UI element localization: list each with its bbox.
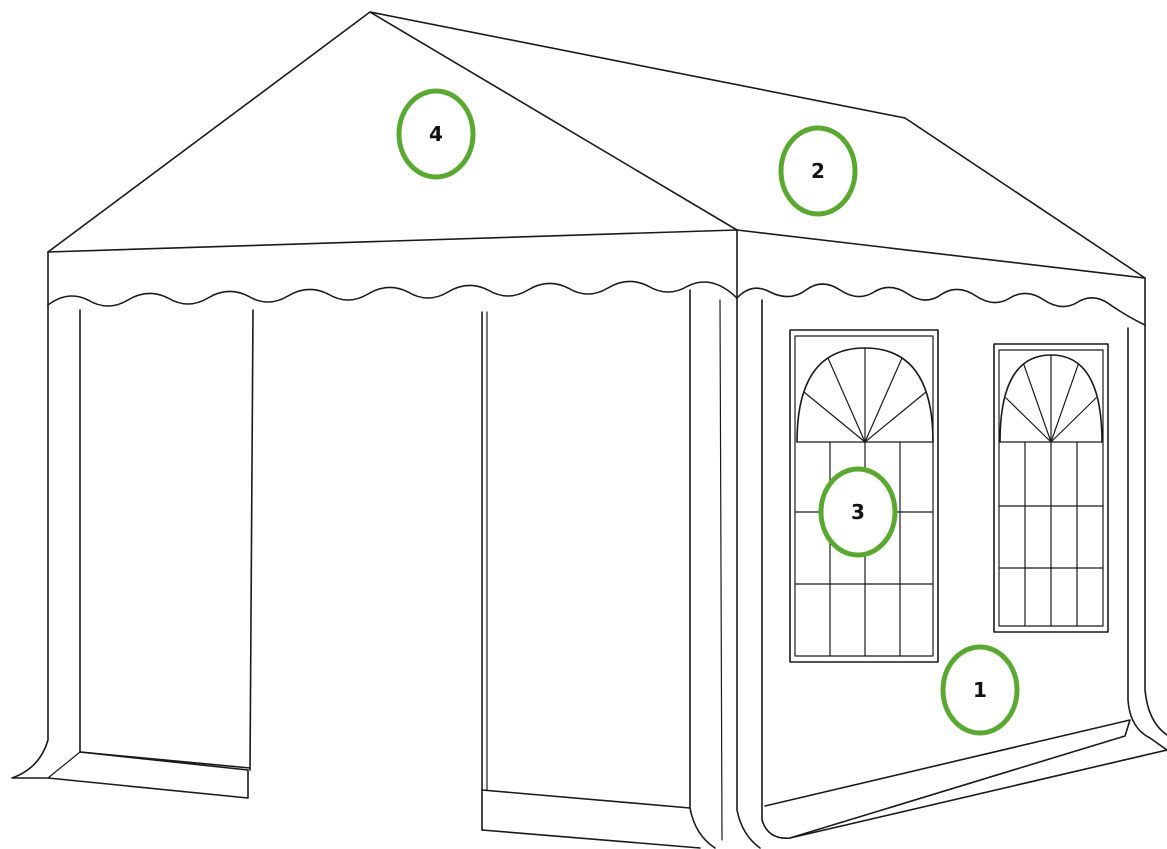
window-left-ray — [864, 391, 927, 443]
front-right-corner-post — [689, 289, 716, 849]
window-left-ray — [827, 357, 866, 443]
window-right-ray — [1050, 397, 1097, 443]
corner-post-inner — [719, 299, 723, 841]
marker-3: 3 — [818, 466, 898, 558]
window-left-inner — [794, 335, 934, 657]
window-right-ray — [1023, 364, 1052, 443]
window-left-frame — [789, 329, 939, 663]
front-wall — [11, 289, 761, 849]
window-right-ray — [1005, 397, 1052, 443]
rear-corner-inner — [1127, 327, 1167, 751]
marker-1-label: 1 — [973, 678, 987, 702]
marker-1: 1 — [940, 644, 1020, 736]
side-wall — [761, 299, 1167, 839]
marker-1-ring — [940, 644, 1020, 736]
left-door-edge — [249, 309, 254, 771]
front-gable — [47, 11, 738, 253]
roof-ridge — [369, 11, 906, 119]
side-base-outer — [789, 749, 1167, 839]
front-eave — [47, 229, 738, 253]
back-gable — [904, 117, 1146, 279]
rear-corner-post — [1144, 324, 1167, 736]
roof — [47, 11, 1146, 279]
window-left-ray — [864, 357, 903, 443]
side-valance-scallop — [736, 283, 1146, 326]
left-corner-post — [11, 304, 249, 799]
left-post-inner — [47, 751, 81, 779]
marker-4: 4 — [396, 88, 476, 180]
marker-2-ring — [778, 125, 858, 217]
window-right-frame — [993, 343, 1109, 633]
marker-3-ring — [818, 466, 898, 558]
marker-2: 2 — [778, 125, 858, 217]
window-left — [789, 329, 939, 663]
side-base — [761, 719, 1131, 839]
corner-post-outer — [736, 297, 761, 849]
window-right — [993, 343, 1109, 633]
front-valance-scallop — [47, 280, 738, 307]
right-door-bottom — [481, 789, 691, 809]
window-right-ray — [1050, 364, 1079, 443]
marker-3-label: 3 — [851, 500, 865, 524]
marker-4-label: 4 — [429, 122, 443, 146]
marker-2-label: 2 — [811, 159, 825, 183]
marker-4-ring — [396, 88, 476, 180]
window-left-ray — [803, 391, 866, 443]
front-base — [481, 829, 701, 849]
left-door-bottom — [79, 751, 251, 769]
side-eave — [736, 229, 1146, 279]
valance — [47, 229, 1146, 326]
